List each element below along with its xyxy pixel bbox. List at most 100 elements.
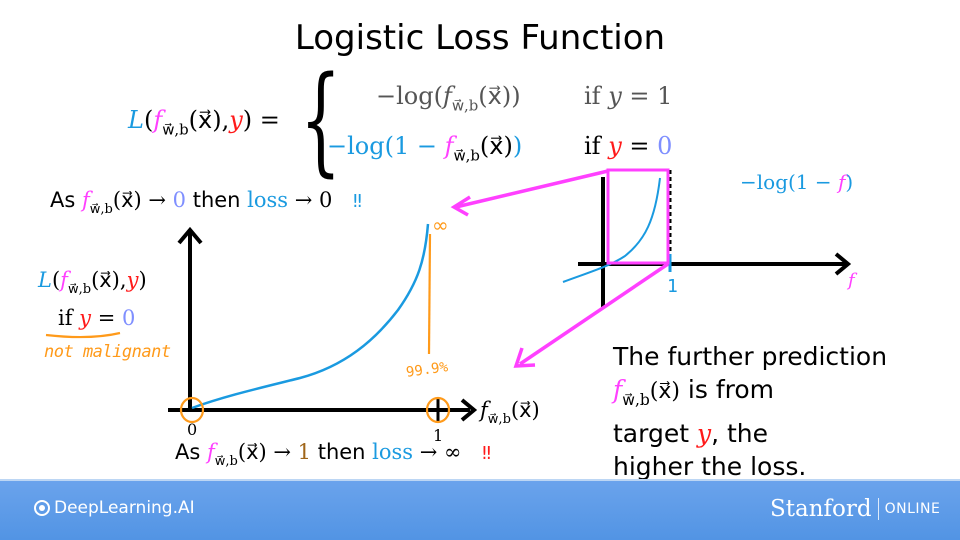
if-text: if [584,132,609,160]
if-text: if [58,306,80,330]
online-text: ONLINE [884,501,941,517]
as-f-to-one-note: As fw⃗,b(x⃗) → 1 then loss → ∞ ‼ [175,440,491,469]
frown-mark-icon: ‼ [482,443,491,464]
subscript: w⃗,b [487,411,511,427]
f-symbol: f [613,375,623,404]
handwritten-not-malignant: not malignant [44,342,171,362]
subscript: w⃗,b [622,390,650,409]
L-symbol: L [128,106,144,134]
paren: ) [512,132,523,160]
as-text: As [50,188,82,212]
deeplearning-logo-icon [34,500,50,516]
y-symbol: y [608,82,622,110]
y-symbol: y [126,268,139,292]
pink-arrows [450,169,669,368]
zero-value: 0 [122,306,136,330]
subscript: w⃗,b [162,120,189,139]
f-symbol: f [81,188,90,212]
mini-chart-title: −log(1 − f) [740,170,853,194]
stanford-online-logo: Stanford ONLINE [770,496,940,522]
equals-sign: = [259,106,280,134]
loss-text: loss [372,440,414,464]
deeplearning-ai-logo: DeepLearning.AI [34,498,195,518]
L-symbol: L [38,268,52,292]
as-f-to-zero-note: As fw⃗,b(x⃗) → 0 then loss → 0 ‼ [50,188,362,217]
y-axis-label: L(fw⃗,b(x⃗),y) [38,268,147,297]
to-infinity: → ∞ [413,440,462,464]
zero-value: 0 [172,188,187,212]
paren: ( [51,268,61,292]
x-tick-1: 1 [433,426,444,445]
paren: ( [143,106,154,134]
desc-line-3: target y, the [613,417,933,450]
then-text: then [186,188,248,212]
mini-x-tick-1: 1 [667,276,678,297]
y-symbol: y [608,132,622,160]
as-text: As [175,440,207,464]
loss-text: loss [247,188,289,212]
y-symbol: y [696,418,712,448]
case2-expression: −log(1 − fw⃗,b(x⃗)) [327,132,522,165]
then-text: then [311,440,373,464]
loss-equation-lhs: L(fw⃗,b(x⃗),y) = [128,106,280,139]
x-vector: (x⃗)) [478,82,521,110]
paren: ) [242,106,253,134]
desc-text: , the [711,418,769,448]
f-symbol: f [480,398,488,422]
one-value: 1 [297,440,312,464]
to-zero: → 0 [288,188,333,212]
neg-log: −log(1 − [327,132,445,160]
desc-text: is from [679,375,775,404]
handwritten-infinity: ∞ [432,213,449,237]
y-symbol: y [229,106,243,134]
paren: ) [138,268,147,292]
x-vector: (x⃗), [91,268,127,292]
f-symbol: f [442,82,452,110]
subscript: w⃗,b [214,453,238,469]
f-symbol: f [206,440,215,464]
subscript: w⃗,b [89,201,113,217]
f-symbol: f [60,268,68,292]
x-vector: (x⃗) → [112,188,173,212]
x-vector: (x⃗) [188,106,222,134]
deeplearning-brand-text: DeepLearning.AI [54,498,195,518]
y-symbol: y [79,306,92,330]
subscript: w⃗,b [451,96,479,115]
footer-bar [0,479,960,540]
if-text: if [584,82,609,110]
equals: = [621,132,658,160]
x-vector: (x⃗) [479,132,513,160]
f-symbol: f [838,170,846,194]
subscript: w⃗,b [453,146,480,165]
equals: = [91,306,122,330]
case2-condition: if y = 0 [584,132,672,160]
neg-log: −log(1 − [740,170,838,194]
neg-log: −log( [376,82,443,110]
x-tick-0: 0 [187,420,198,439]
paren: ) [845,170,854,194]
case1-condition: if y = 1 [584,82,672,110]
main-axes [168,226,478,422]
stanford-text: Stanford [770,496,872,522]
piecewise-brace: { [300,50,342,188]
f-symbol: f [153,106,163,134]
x-axis-label: fw⃗,b(x⃗) [480,398,540,427]
subscript: w⃗,b [67,281,92,297]
mini-chart [562,168,852,307]
desc-line-2: fw⃗,b(x⃗) is from [613,373,933,417]
y-axis-condition: if y = 0 [58,306,135,330]
smile-mark-icon: ‼ [353,191,362,212]
loss-curve [191,223,430,410]
logo-divider [877,498,879,520]
desc-text: target [613,418,697,448]
explanation-text: The further prediction fw⃗,b(x⃗) is from… [613,340,933,483]
f-symbol: f [444,132,454,160]
zero-value: 0 [657,132,673,160]
comma: , [221,106,230,134]
mini-x-axis-label: f [848,270,855,291]
x-vector: (x⃗) [649,379,680,404]
orange-annotations [45,233,451,424]
desc-line-4: higher the loss. [613,451,807,481]
x-vector: (x⃗) → [237,440,298,464]
